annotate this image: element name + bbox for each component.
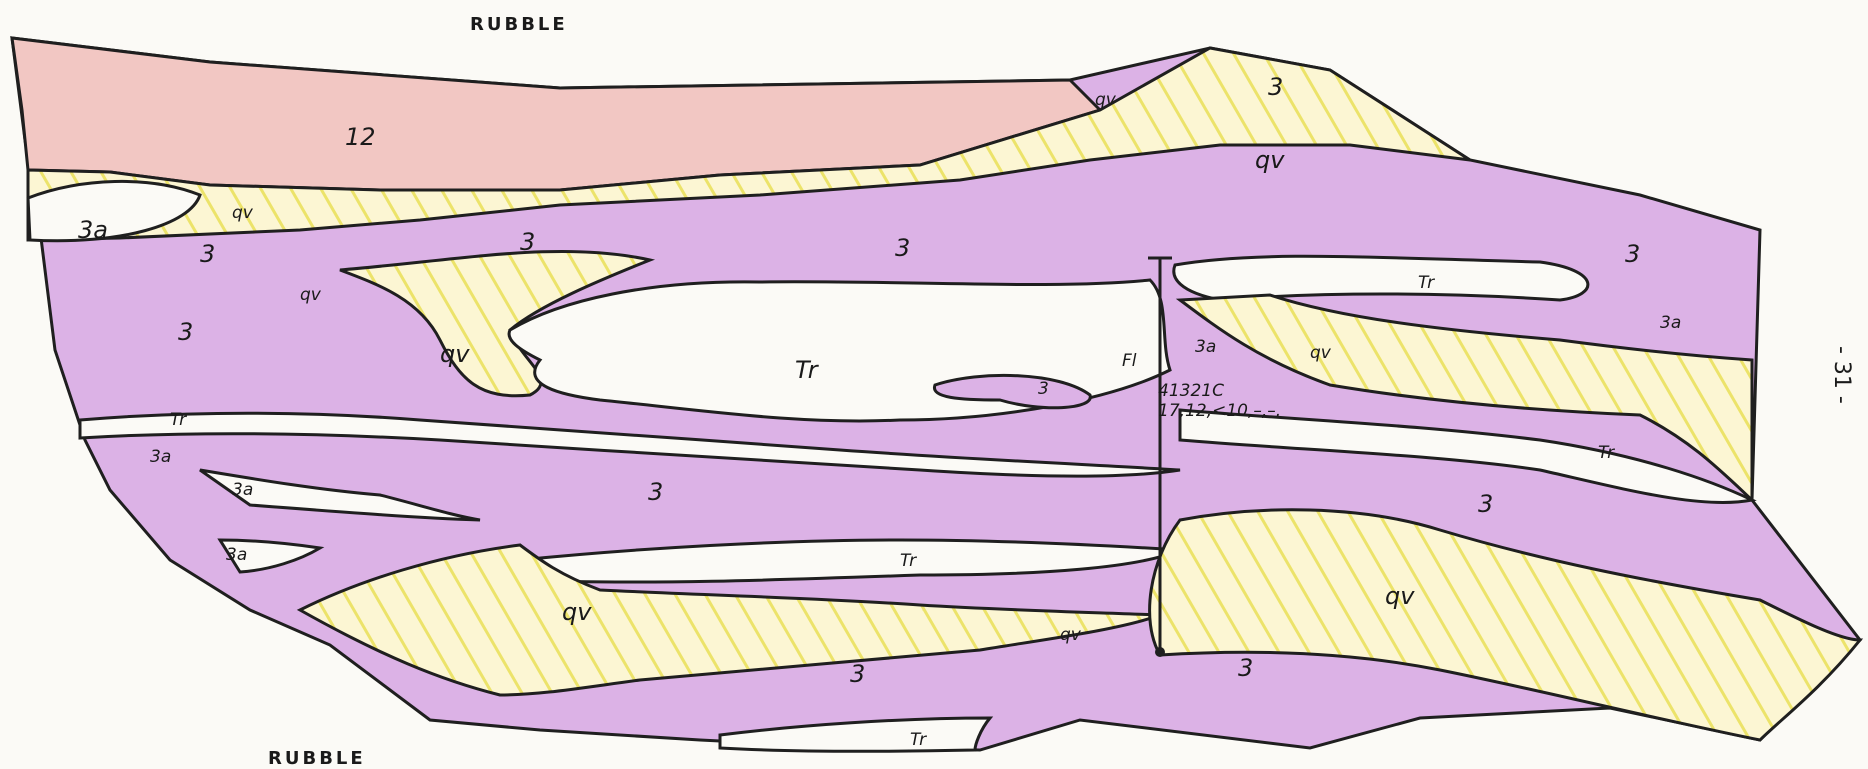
- label-3-k: 3: [1238, 654, 1253, 682]
- label-3a-b: 3a: [1195, 337, 1216, 357]
- section-line-bottom-dot: [1155, 647, 1165, 657]
- label-qv-a: qv: [1095, 90, 1117, 110]
- label-unit-12: 12: [345, 123, 376, 151]
- label-tr-a: Tr: [1418, 273, 1435, 293]
- label-3a-f: 3a: [226, 545, 247, 565]
- page-number: - 31 -: [1829, 346, 1854, 404]
- label-3-i: 3: [1478, 490, 1493, 518]
- label-3a-d: 3a: [150, 447, 171, 467]
- label-3-h: 3: [648, 478, 663, 506]
- label-3-g: 3: [1038, 379, 1049, 399]
- label-fl: Fl: [1122, 351, 1137, 371]
- label-3-e: 3: [1625, 240, 1640, 268]
- label-qv-d: qv: [300, 285, 322, 305]
- sample-id-label: 41321C: [1158, 381, 1224, 401]
- label-tr-c: Tr: [170, 410, 187, 430]
- label-qv-f: qv: [1310, 343, 1332, 363]
- label-tr-d: Tr: [1598, 443, 1615, 463]
- label-tr-f: Tr: [910, 730, 927, 750]
- label-3-d: 3: [895, 234, 910, 262]
- label-3-b: 3: [200, 240, 215, 268]
- label-3-f: 3: [178, 318, 193, 346]
- label-3-j: 3: [850, 660, 865, 688]
- sample-values-label: 17,12,<10,–,–.: [1158, 401, 1281, 421]
- label-qv-g: qv: [562, 598, 592, 626]
- label-3a-c: 3a: [1660, 313, 1681, 333]
- label-tr-b: Tr: [795, 356, 820, 384]
- label-qv-b: qv: [1255, 146, 1285, 174]
- label-3-c: 3: [520, 228, 535, 256]
- label-3-a: 3: [1268, 73, 1283, 101]
- unit-tr-right-upper: [1174, 256, 1588, 300]
- label-qv-c: qv: [232, 203, 254, 223]
- label-3a-e: 3a: [232, 480, 253, 500]
- label-tr-e: Tr: [900, 551, 917, 571]
- label-qv-h: qv: [1060, 625, 1082, 645]
- label-qv-i: qv: [1385, 582, 1415, 610]
- label-qv-e: qv: [440, 340, 470, 368]
- top-rubble-label: RUBBLE: [470, 14, 568, 35]
- bottom-rubble-label: RUBBLE: [268, 748, 366, 769]
- label-3a-a: 3a: [78, 216, 108, 244]
